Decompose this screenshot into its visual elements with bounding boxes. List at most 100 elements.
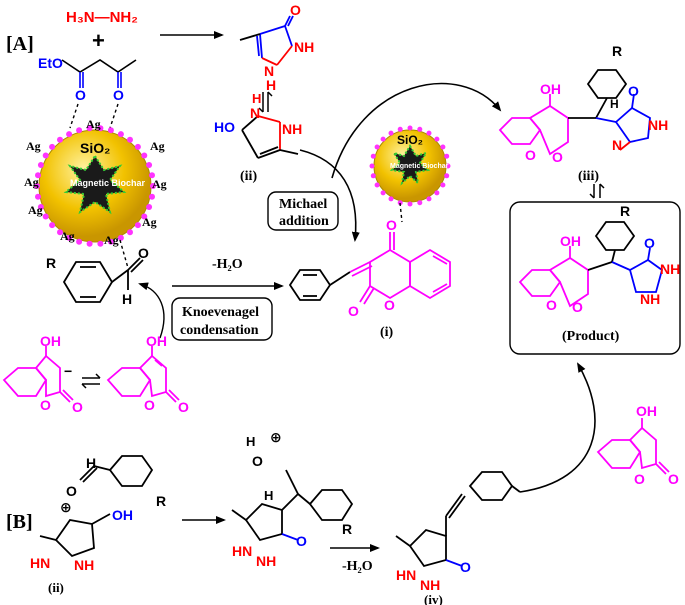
ii-h: H bbox=[252, 91, 261, 106]
ag-nanoparticle-dot bbox=[397, 200, 403, 206]
aldehyde-structure bbox=[62, 257, 144, 303]
iii-o-co: O bbox=[552, 149, 563, 165]
ag-nanoparticle-dot bbox=[374, 182, 380, 188]
ag-nanoparticle-dot bbox=[127, 136, 133, 143]
biochar-label-right: Magnetic Biochar bbox=[390, 163, 449, 170]
michael-arrow bbox=[299, 149, 360, 242]
equilibrium-arrows-coumarin bbox=[81, 373, 101, 389]
b2-nh: NH bbox=[256, 553, 276, 569]
ag-nanoparticle-dot bbox=[42, 152, 49, 159]
knoevenagel-box bbox=[171, 297, 273, 341]
iv-o: O bbox=[460, 559, 471, 575]
pyrazolone-structure bbox=[239, 15, 294, 66]
ag-nanoparticle-dot bbox=[434, 136, 440, 142]
ag-nanoparticle-dot bbox=[380, 136, 386, 142]
michael-line2: addition bbox=[279, 214, 329, 229]
pyrazolone-h: H bbox=[266, 77, 276, 93]
biochar-label-left: Magnetic Biochar bbox=[70, 178, 146, 188]
ag-label: Ag bbox=[150, 139, 165, 153]
equilibrium-arrows-a bbox=[258, 91, 273, 113]
hc-neutral-ring-o: O bbox=[144, 397, 155, 413]
ag-nanoparticle-dot bbox=[86, 240, 93, 247]
ag-nanoparticle-dot bbox=[37, 162, 44, 168]
coordination-line bbox=[109, 103, 119, 129]
sio2-label-right: SiO₂ bbox=[397, 133, 423, 147]
hc-right-ring-o: O bbox=[634, 471, 645, 487]
label-iii: (iii) bbox=[578, 169, 599, 184]
b-nh: NH bbox=[74, 557, 94, 573]
ag-nanoparticle-dot bbox=[397, 126, 403, 132]
product-o-ring: O bbox=[546, 297, 557, 313]
equilibrium-arrows-iii bbox=[589, 183, 605, 199]
attack-arrow-aldehyde bbox=[138, 282, 165, 339]
knoevenagel-line2: condensation bbox=[180, 323, 259, 338]
ag-nanoparticle-dot bbox=[434, 190, 440, 196]
ag-label: Ag bbox=[142, 215, 157, 229]
catalyst-sphere-right: SiO₂ Magnetic Biochar bbox=[369, 125, 451, 207]
iii-o: O bbox=[628, 83, 639, 99]
iii-oh: OH bbox=[540, 81, 561, 97]
ag-nanoparticle-dot bbox=[107, 127, 114, 134]
ag-nanoparticle-dot bbox=[66, 234, 73, 241]
ag-nanoparticle-dot bbox=[149, 193, 155, 200]
ag-nanoparticle-dot bbox=[86, 125, 93, 132]
ag-nanoparticle-dot bbox=[57, 136, 63, 143]
hydroxycoumarin-neutral bbox=[106, 346, 180, 403]
plus-sign: + bbox=[92, 28, 105, 53]
b-r: R bbox=[156, 493, 166, 509]
section-label-b: [B] bbox=[6, 511, 33, 533]
hc-anion-co: O bbox=[72, 399, 83, 415]
eto-label: EtO bbox=[38, 55, 63, 71]
product-o: O bbox=[644, 235, 655, 251]
ii-ho: HO bbox=[214, 119, 235, 135]
ag-nanoparticle-dot bbox=[417, 200, 423, 206]
ag-nanoparticle-dot bbox=[37, 204, 44, 210]
ag-label: Ag bbox=[104, 233, 119, 247]
ag-nanoparticle-dot bbox=[97, 125, 104, 132]
pyrazolone-nh: NH bbox=[294, 39, 314, 55]
iii-nh: NH bbox=[648, 117, 668, 133]
b-oxonium: ⊕ bbox=[60, 499, 72, 515]
coordination-line bbox=[119, 239, 129, 269]
ag-nanoparticle-dot bbox=[407, 125, 413, 131]
hc-right-co: O bbox=[668, 471, 679, 487]
section-b-intermediate bbox=[231, 469, 354, 542]
ag-nanoparticle-dot bbox=[49, 143, 56, 150]
ag-nanoparticle-dot bbox=[440, 144, 446, 150]
water-loss-label: -H₂O bbox=[212, 257, 243, 272]
ag-nanoparticle-dot bbox=[369, 163, 375, 169]
i-o-bottom: O bbox=[348, 303, 359, 319]
hc-anion-oh: OH bbox=[40, 333, 61, 349]
aldehyde-r: R bbox=[46, 255, 56, 271]
b-h: H bbox=[86, 455, 96, 471]
ii-n: N bbox=[250, 105, 260, 121]
catalyst-sphere-left: SiO₂ Magnetic Biochar bbox=[34, 125, 156, 247]
b-hn: HN bbox=[30, 555, 50, 571]
iii-r: R bbox=[612, 43, 622, 59]
michael-line1: Michael bbox=[279, 197, 327, 212]
pyrazolone-o: O bbox=[290, 2, 301, 18]
label-iv: (iv) bbox=[424, 592, 443, 605]
label-ii-bottom: (ii) bbox=[48, 580, 64, 595]
ii-nh: NH bbox=[282, 121, 302, 137]
ag-nanoparticle-dot bbox=[380, 190, 386, 196]
ag-nanoparticle-dot bbox=[440, 182, 446, 188]
ag-nanoparticle-dot bbox=[417, 126, 423, 132]
iii-n: N bbox=[612, 137, 622, 153]
iii-o-ring: O bbox=[525, 147, 536, 163]
product-box bbox=[509, 201, 681, 355]
water-loss-b: -H₂O bbox=[342, 559, 373, 574]
product-nh-bottom: NH bbox=[640, 291, 660, 307]
ag-nanoparticle-dot bbox=[146, 162, 153, 168]
b2-hn: HN bbox=[232, 543, 252, 559]
ag-nanoparticle-dot bbox=[127, 229, 133, 236]
section-b-reactant bbox=[39, 455, 154, 558]
hc-anion-minus: − bbox=[64, 363, 72, 379]
intermediate-iii-structure bbox=[498, 69, 651, 156]
ag-nanoparticle-dot bbox=[117, 234, 124, 241]
iv-nh: NH bbox=[420, 577, 440, 593]
label-ii-top: (ii) bbox=[240, 169, 257, 184]
ag-nanoparticle-dot bbox=[76, 127, 83, 134]
